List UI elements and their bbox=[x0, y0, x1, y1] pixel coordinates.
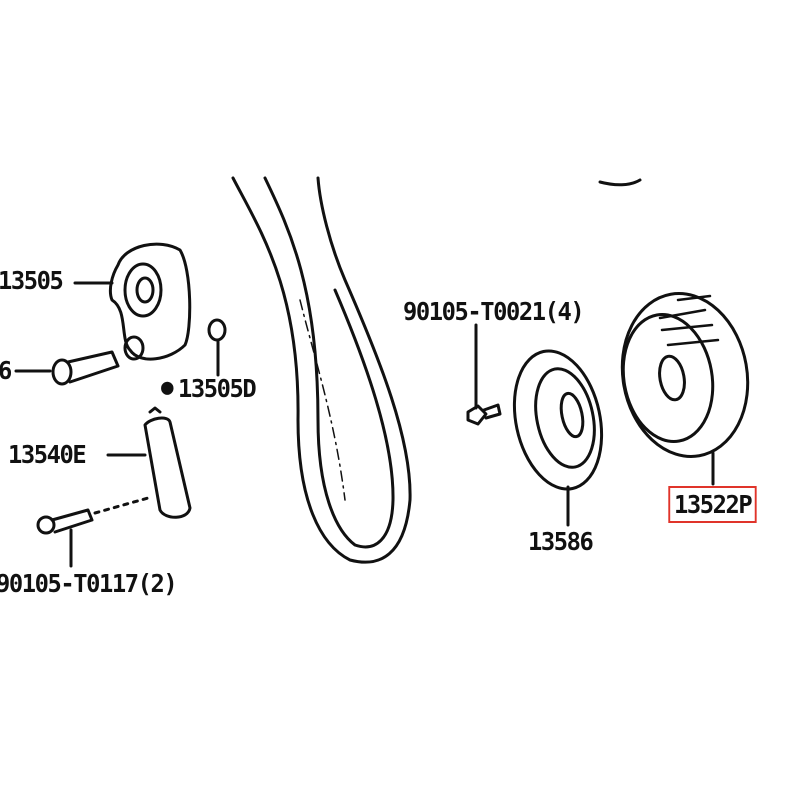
part-label-13540e[interactable]: 13540E bbox=[8, 440, 87, 469]
part-label-13586[interactable]: 13586 bbox=[528, 527, 594, 556]
tensioner-pulley-drawing bbox=[73, 242, 192, 361]
part-label-13522p-highlighted[interactable]: 13522P bbox=[668, 486, 757, 523]
timing-belt bbox=[231, 176, 642, 564]
part-label-13505d[interactable]: 13505D bbox=[178, 374, 257, 403]
pulley-bolt-drawing bbox=[14, 350, 120, 386]
plate-drawing bbox=[512, 349, 604, 527]
washer-drawing bbox=[207, 318, 227, 377]
part-label-13505[interactable]: 13505 bbox=[0, 266, 64, 295]
crank-bolt-drawing bbox=[466, 323, 502, 426]
damper-drawing bbox=[36, 406, 192, 568]
part-label-bolt[interactable]: 6 bbox=[0, 358, 12, 383]
part-label-90105-t0117[interactable]: 90105-T0117(2) bbox=[0, 569, 178, 598]
part-marker-dot: ● bbox=[161, 375, 174, 400]
part-label-90105-t0021[interactable]: 90105-T0021(4) bbox=[403, 297, 585, 326]
timing-pulley-drawing bbox=[620, 292, 750, 486]
